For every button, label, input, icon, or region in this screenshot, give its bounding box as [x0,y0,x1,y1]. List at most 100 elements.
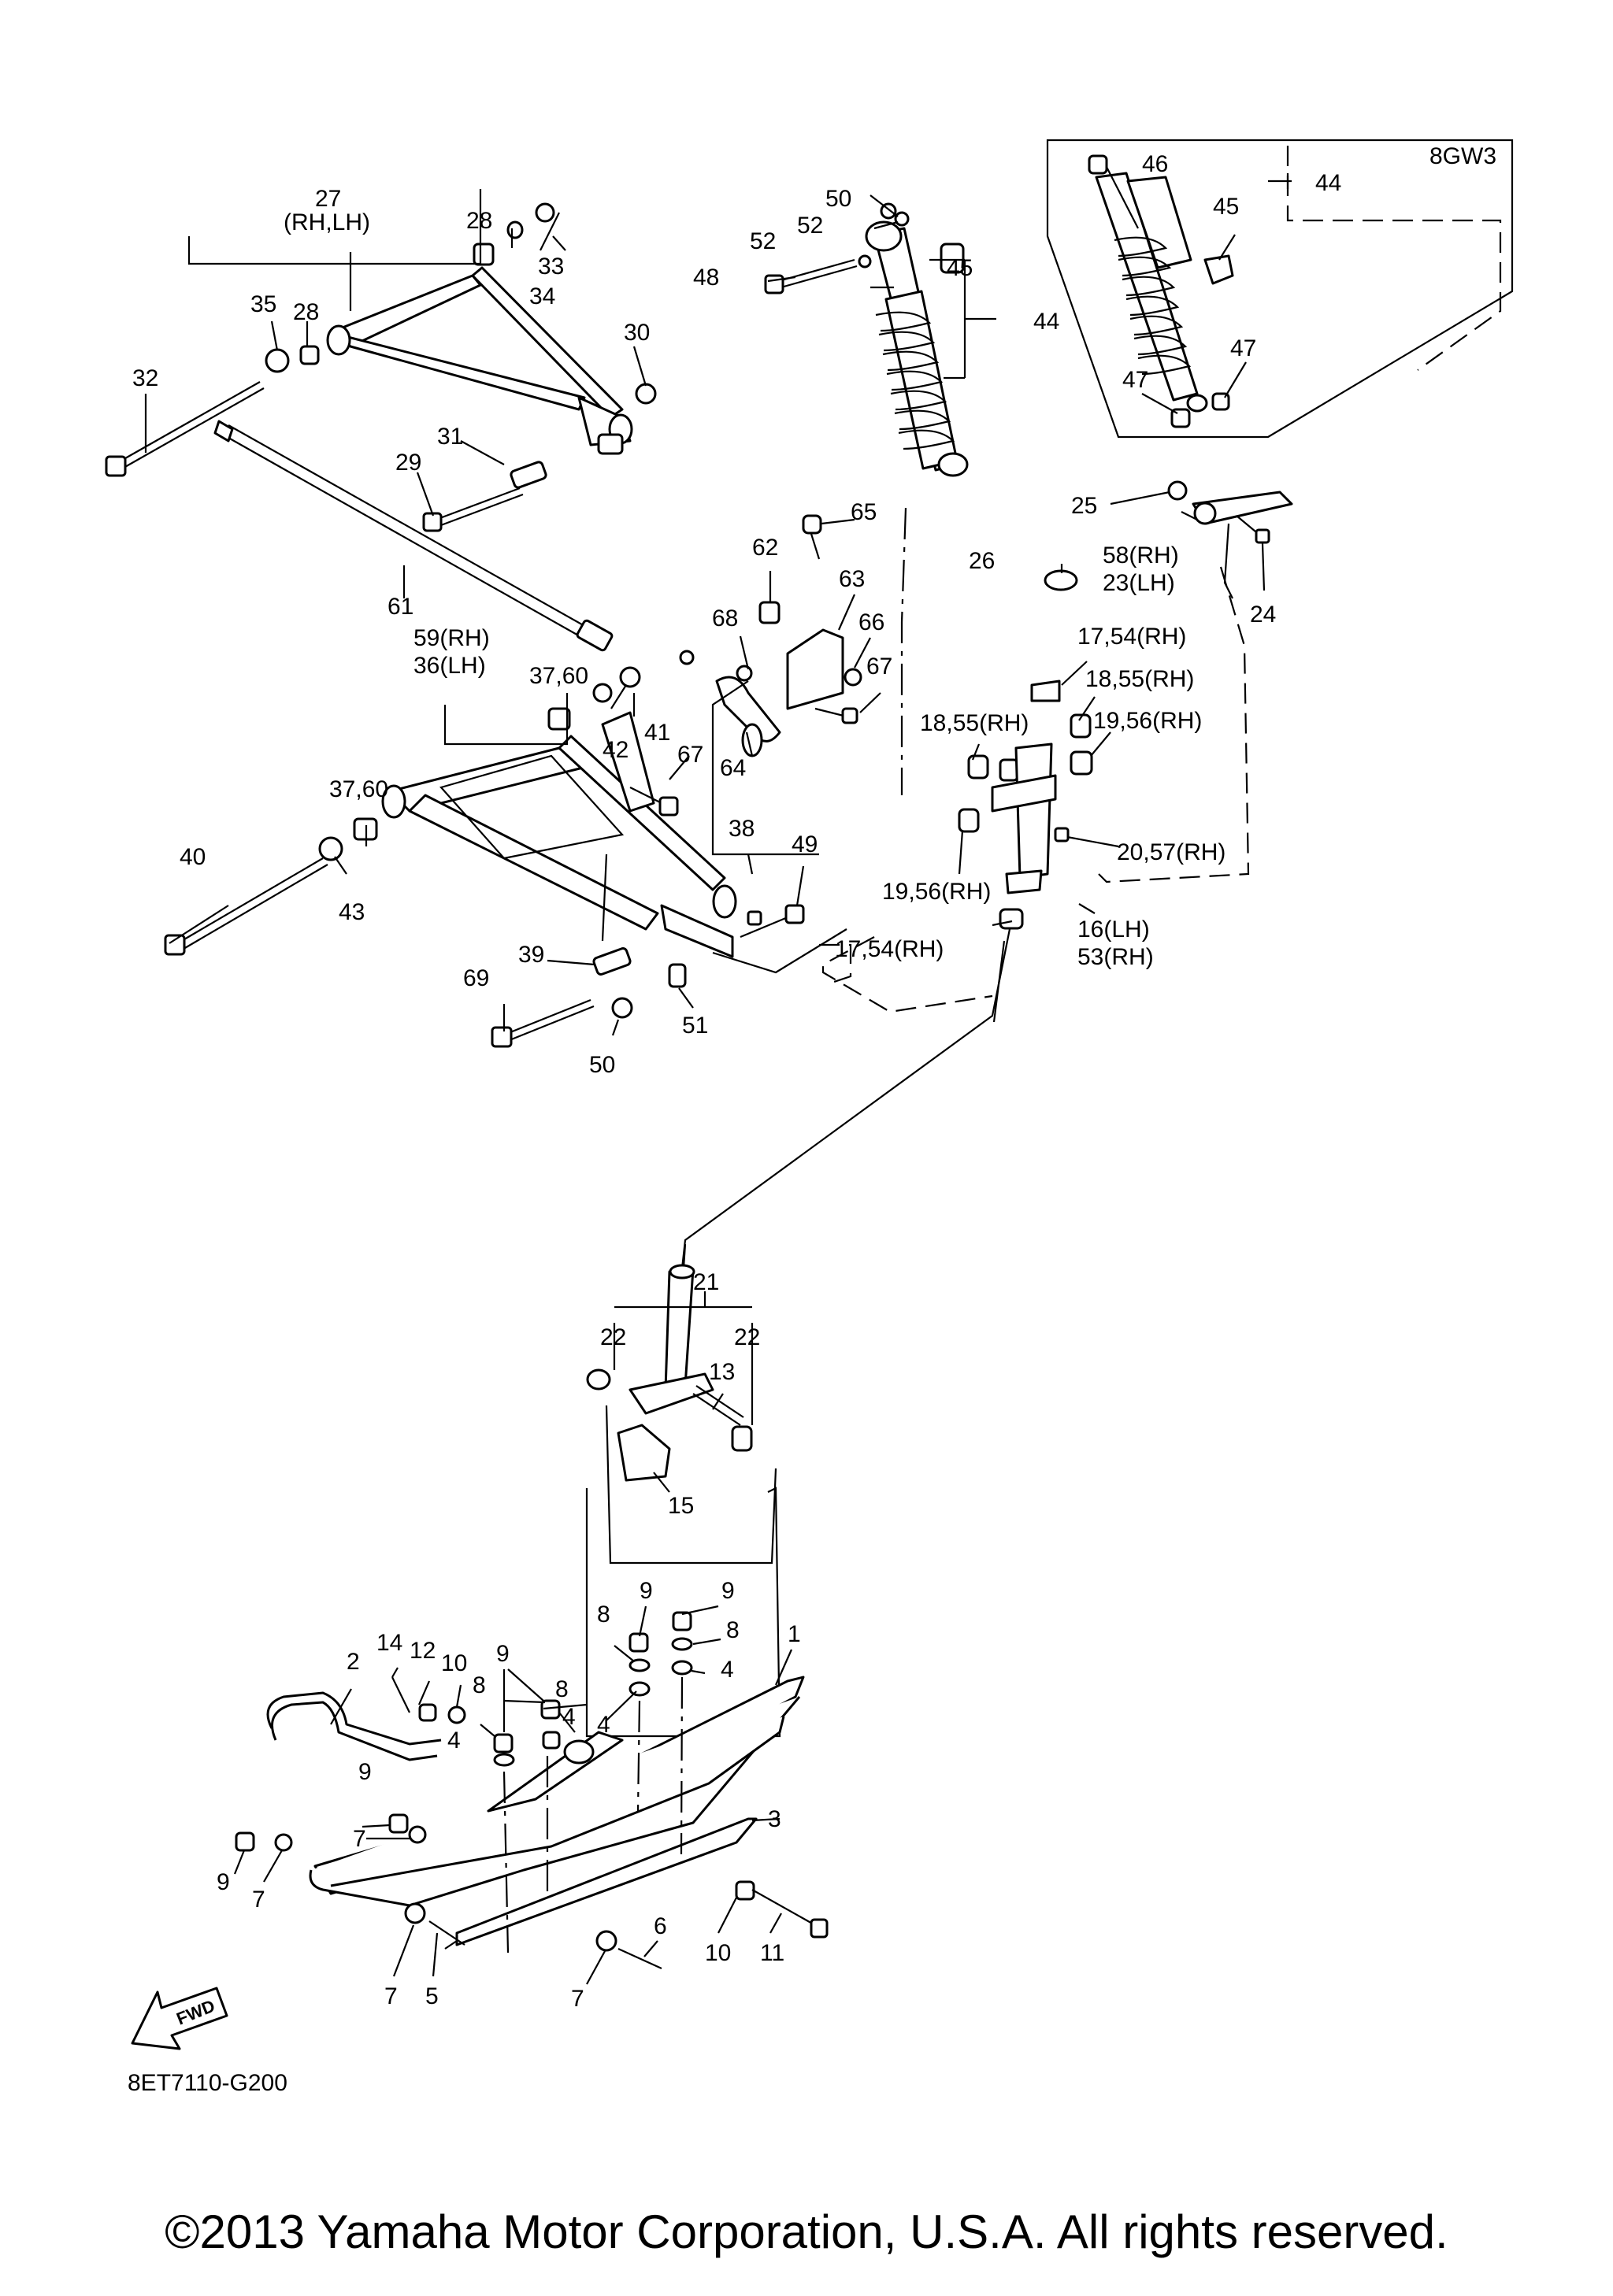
callout-35: 35 [250,291,276,317]
callout-15: 15 [668,1493,694,1519]
lower-a-arm [164,666,805,1048]
callout-18-55: 18,55(RH) [1085,666,1194,692]
callout-39: 39 [518,942,544,968]
callout-10: 10 [441,1650,467,1676]
callout-17-54: 17,54(RH) [835,936,944,962]
callout-9: 9 [358,1759,372,1785]
callout-9: 9 [217,1869,230,1895]
callout-31: 31 [437,424,463,450]
callout-38: 38 [729,816,755,842]
callout-40: 40 [180,844,206,870]
callout-8: 8 [473,1672,486,1698]
variant-shock [1088,154,1234,428]
callout-37-60: 37,60 [529,663,588,689]
leader-lines [144,166,1292,1985]
copyright-notice: ©2013 Yamaha Motor Corporation, U.S.A. A… [165,2205,1448,2258]
callout-14: 14 [376,1630,402,1656]
callout-33: 33 [538,254,564,280]
callout-6: 6 [654,1913,667,1939]
callout-44: 44 [1033,309,1059,335]
callout-21: 21 [693,1269,719,1295]
callout-18-55: 18,55(RH) [920,710,1029,736]
callout-7: 7 [384,1983,398,2009]
callout-58: 58(RH) [1103,543,1179,568]
callout-67: 67 [866,654,892,680]
shaft-61 [213,420,614,652]
stabilizer-link [679,514,862,757]
callout-9: 9 [721,1578,735,1604]
callout-32: 32 [132,365,158,391]
callout-4: 4 [597,1712,610,1738]
callout-45: 45 [947,255,973,281]
callout-62: 62 [752,535,778,561]
callout-28: 28 [466,208,492,234]
callout-59: 59(RH) [413,625,490,651]
callout-61: 61 [387,594,413,620]
callout-28: 28 [293,299,319,325]
callout-45: 45 [1213,194,1239,220]
callout-22: 22 [734,1324,760,1350]
callout-24: 24 [1250,602,1276,628]
callout-42: 42 [603,737,629,763]
callout-69: 69 [463,965,489,991]
callout-41: 41 [644,720,670,746]
callout-19-56: 19,56(RH) [882,879,991,905]
callout-50: 50 [825,186,851,212]
callout-63: 63 [839,566,865,592]
callout-7: 7 [353,1826,366,1852]
callout-8: 8 [555,1676,569,1702]
callout-50: 50 [589,1052,615,1078]
callout-8: 8 [597,1602,610,1628]
shock-absorber [764,202,969,477]
ski-assembly [235,1264,829,1970]
callout-64: 64 [720,755,746,781]
callout-43: 43 [339,899,365,925]
callout-16: 16(LH) [1077,917,1150,942]
dashed-guides [187,189,1250,1013]
callout-66: 66 [858,609,884,635]
callout-46: 46 [1142,151,1168,177]
callout-47: 47 [1230,335,1256,361]
callout-labels: 27 (RH,LH) 28 28 33 34 35 30 32 31 29 61… [132,151,1341,2012]
callout-11: 11 [760,1940,784,1966]
callout-44: 44 [1315,170,1341,196]
callout-53: 53(RH) [1077,944,1154,970]
steering-arm [1167,480,1293,544]
callout-27: 27 [315,186,341,212]
callout-12: 12 [410,1638,436,1664]
callout-22: 22 [600,1324,626,1350]
callout-9: 9 [640,1578,653,1604]
callout-52: 52 [797,213,823,239]
variant-box [1046,139,1514,439]
callout-9: 9 [496,1641,510,1667]
callout-2: 2 [347,1649,360,1675]
callout-5: 5 [425,1983,439,2009]
callout-20-57: 20,57(RH) [1117,839,1226,865]
connector-lines [681,258,1006,1280]
callout-52: 52 [750,228,776,254]
callout-68: 68 [712,605,738,631]
callout-23: 23(LH) [1103,570,1175,596]
upper-a-arm [105,202,657,532]
drawing-code: 8ET7110-G200 [128,2070,287,2096]
callout-34: 34 [529,283,555,309]
callout-19-56: 19,56(RH) [1093,708,1202,734]
callout-4: 4 [447,1728,461,1753]
callout-7: 7 [252,1887,265,1913]
callout-1: 1 [788,1621,801,1647]
callout-7: 7 [571,1986,584,2012]
callout-37-60: 37,60 [329,776,388,802]
callout-8: 8 [726,1617,740,1643]
callout-25: 25 [1071,493,1097,519]
callout-51: 51 [682,1013,708,1039]
callout-13: 13 [709,1359,735,1385]
callout-49: 49 [792,831,818,857]
callout-3: 3 [768,1806,781,1832]
callout-4: 4 [562,1704,576,1730]
callout-67: 67 [677,742,703,768]
callout-27-side: (RH,LH) [284,209,370,235]
callout-29: 29 [395,450,421,476]
callout-48: 48 [693,265,719,291]
callout-26: 26 [969,548,995,574]
